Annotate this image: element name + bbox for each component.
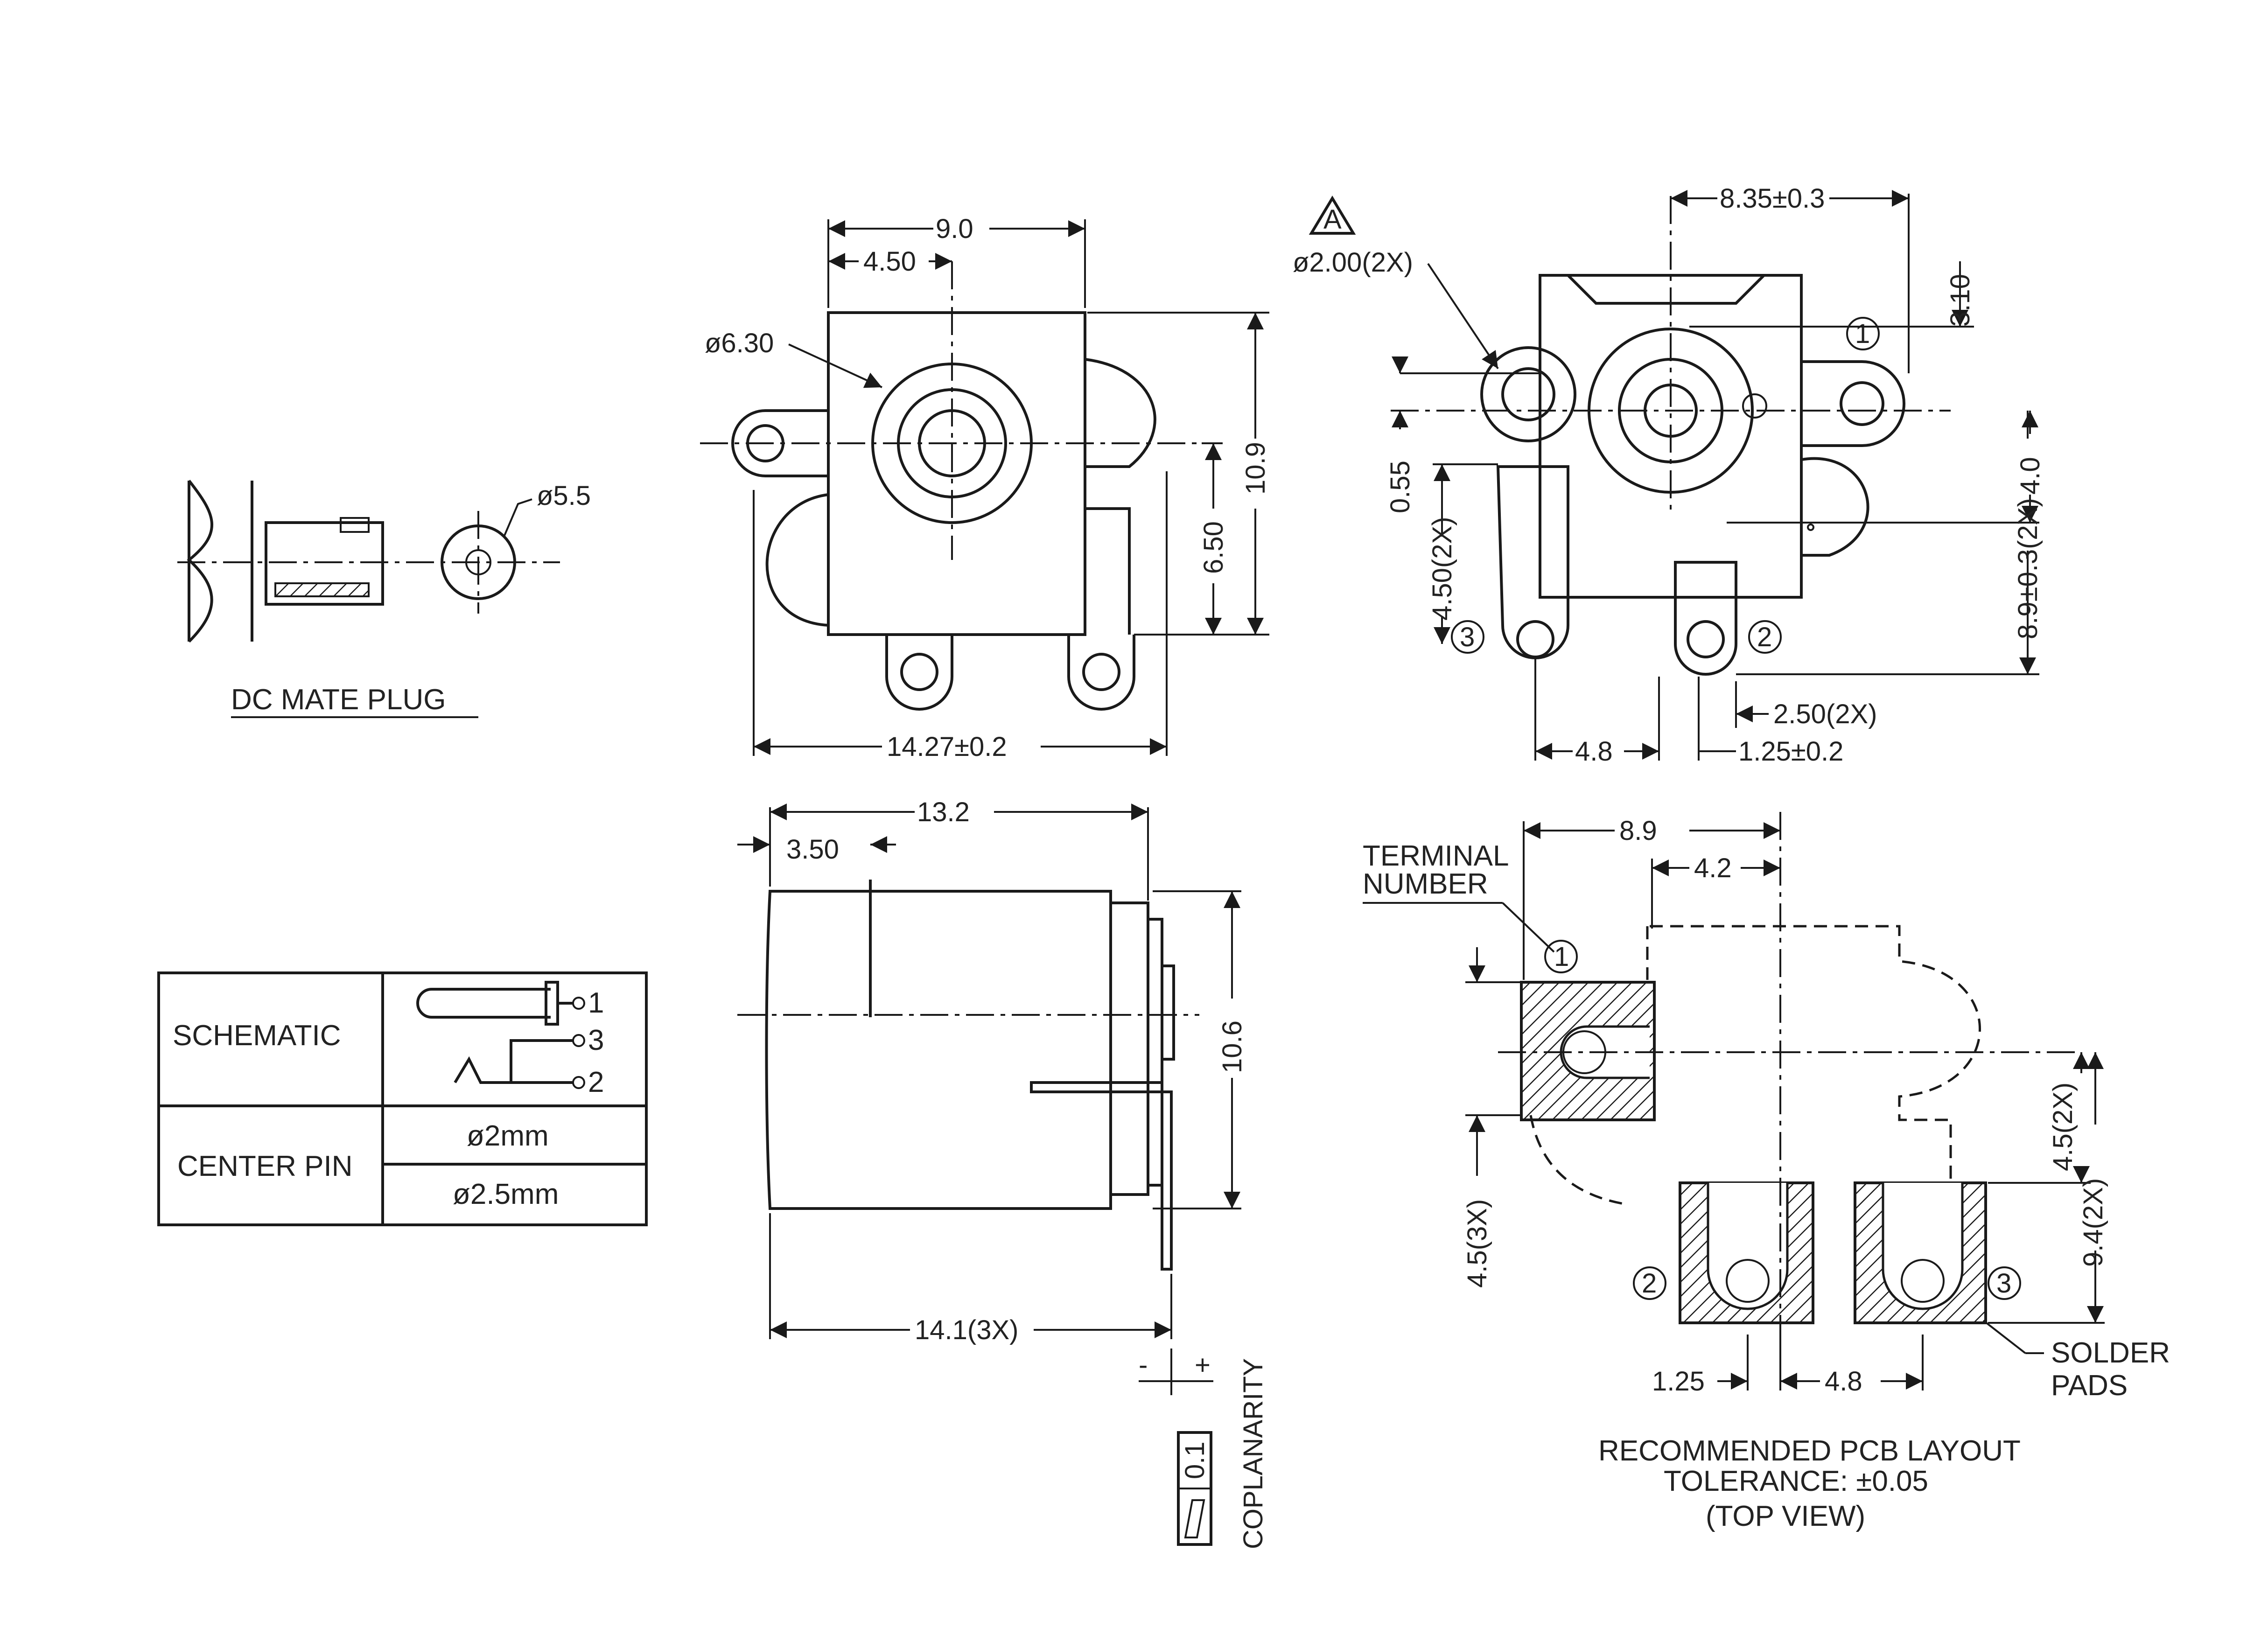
front-bore-dim: ø6.30 [705,328,774,358]
coplanarity-plus: + [1195,1350,1211,1380]
top-offset-b-dim: 4.50(2X) [1427,517,1457,621]
top-offset-a-dim: 0.55 [1385,461,1415,513]
pcb-row-span-dim: 9.4(2X) [2078,1178,2108,1267]
mate-plug-title: DC MATE PLUG [231,684,446,716]
coplanarity-label: COPLANARITY [1238,1358,1268,1549]
pcb-slot-dim: 1.25 [1652,1366,1705,1397]
table-row-schematic: SCHEMATIC [173,1020,341,1052]
top-terminal-1: 1 [1855,319,1870,349]
pcb-terminal-1: 1 [1554,942,1569,972]
center-pin-value-1: ø2mm [467,1120,549,1152]
mate-plug-diameter: ø5.5 [537,481,591,511]
pcb-layout: TERMINAL NUMBER 1 2 3 8.9 4.2 4.5(3X) 4.… [1363,812,2170,1532]
pcb-terminal-3: 3 [1996,1268,2011,1299]
terminal-number-label-1: TERMINAL [1363,840,1509,872]
front-half-width-dim: 4.50 [863,246,916,277]
front-view: 9.0 4.50 ø6.30 10.9 6.50 14.27±0.2 [700,214,1271,762]
top-offset-dim: 3.10 [1945,274,1975,327]
datum-label: A [1323,204,1342,235]
side-length-dim: 13.2 [917,797,970,827]
pcb-caption-1: RECOMMENDED PCB LAYOUT [1598,1435,2021,1467]
schematic-pin-1: 1 [588,987,604,1019]
hole-dim: ø2.00(2X) [1293,247,1413,278]
coplanarity-value: 0.1 [1180,1441,1210,1479]
pcb-terminal-2: 2 [1642,1268,1657,1299]
side-view: 13.2 3.50 10.6 14.1(3X) - + 0.1 COPLANAR… [737,797,1268,1549]
pcb-caption-3: (TOP VIEW) [1706,1500,1865,1532]
table-row-center-pin: CENTER PIN [177,1150,352,1182]
side-terminal-length-dim: 14.1(3X) [915,1315,1018,1345]
front-overall-width-dim: 14.27±0.2 [887,732,1007,762]
top-span-vertical-dim: 8.9±0.3(2X) [2013,498,2043,639]
coplanarity-minus: - [1139,1350,1148,1380]
pcb-half-width-dim: 4.2 [1694,853,1732,883]
side-flange-dim: 3.50 [786,834,839,865]
schematic-pin-2: 2 [588,1066,604,1098]
pcb-pad-offset-dim: 4.5(3X) [1462,1199,1492,1288]
top-terminal-2: 2 [1757,622,1772,652]
pcb-width-dim: 8.9 [1619,816,1657,846]
front-height-dim: 10.9 [1240,442,1271,495]
center-pin-value-2: ø2.5mm [453,1178,559,1210]
top-offset-c-dim: 4.0 [2015,457,2045,495]
side-height-dim: 10.6 [1217,1020,1247,1073]
top-pin-spacing-dim: 4.8 [1575,736,1613,767]
top-slot-thickness-dim: 1.25±0.2 [1738,736,1843,767]
front-center-height-dim: 6.50 [1198,521,1229,574]
solder-pads-label-2: PADS [2051,1369,2128,1402]
top-view: A ø2.00(2X) 1 3 2 8.35±0.3 3.10 [1293,183,2045,767]
top-terminal-3: 3 [1460,622,1475,652]
schematic-pin-3: 3 [588,1024,604,1056]
terminal-number-label-2: NUMBER [1363,868,1488,900]
front-width-dim: 9.0 [936,214,973,244]
top-span-dim: 8.35±0.3 [1720,183,1825,214]
solder-pads-label-1: SOLDER [2051,1337,2170,1369]
top-slot-width-dim: 2.50(2X) [1773,699,1877,729]
pcb-caption-2: TOLERANCE: ±0.05 [1664,1465,1928,1497]
mate-plug-view: ø5.5 DC MATE PLUG [177,480,591,718]
schematic-table: SCHEMATIC CENTER PIN ø2mm ø2.5mm 1 3 2 [157,971,648,1226]
pcb-pitch-dim: 4.8 [1825,1366,1862,1397]
pcb-row-offset-dim: 4.5(2X) [2048,1083,2078,1171]
